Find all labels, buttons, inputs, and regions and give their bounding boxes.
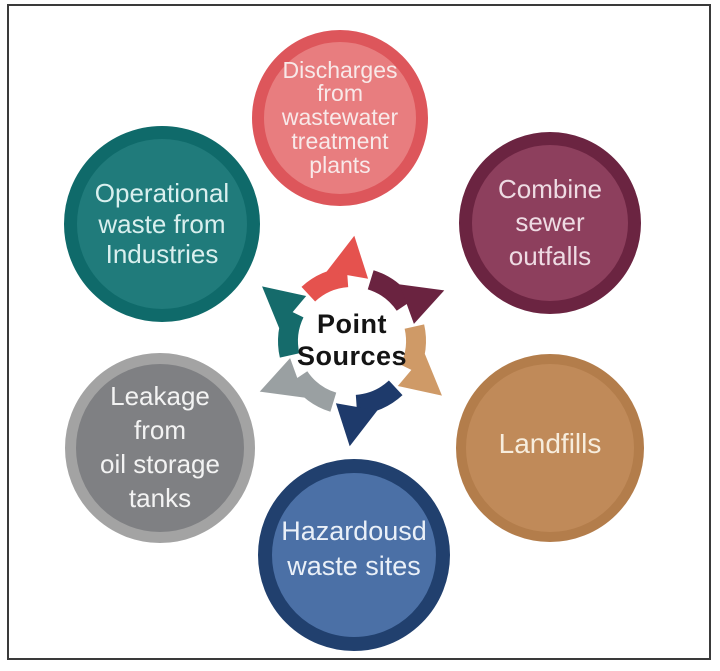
node-hazardousd-waste-sites-label: Hazardousd waste sites <box>281 515 427 581</box>
arrow-to-combine-sewer-icon <box>367 270 445 324</box>
center-circle <box>302 291 402 391</box>
node-hazardousd-waste-sites: Hazardousd waste sites <box>258 459 450 651</box>
node-combine-sewer-outfalls: Combine sewer outfalls <box>459 132 641 314</box>
arrow-to-hazardousd-icon <box>335 380 403 447</box>
node-discharges-wastewater: Discharges from wastewater treatment pla… <box>252 30 428 206</box>
node-leakage-oil-storage: Leakage from oil storage tanks <box>65 353 255 543</box>
arrow-to-operational-icon <box>262 286 307 358</box>
arrow-to-discharges-icon <box>301 235 369 302</box>
node-landfills: Landfills <box>456 354 644 542</box>
center-label: Point Sources <box>296 309 408 372</box>
node-combine-sewer-outfalls-label: Combine sewer outfalls <box>497 174 603 271</box>
node-discharges-wastewater-label: Discharges from wastewater treatment pla… <box>281 56 399 178</box>
node-landfills-label: Landfills <box>498 428 602 460</box>
diagram-frame-border <box>7 4 711 660</box>
cycle-arrows-icon <box>259 235 445 447</box>
node-operational-waste-industries-label: Operational waste from Industries <box>94 177 230 270</box>
node-leakage-oil-storage-label: Leakage from oil storage tanks <box>100 381 220 513</box>
arrow-to-landfills-icon <box>397 324 442 396</box>
arrow-to-leakage-icon <box>259 358 337 412</box>
